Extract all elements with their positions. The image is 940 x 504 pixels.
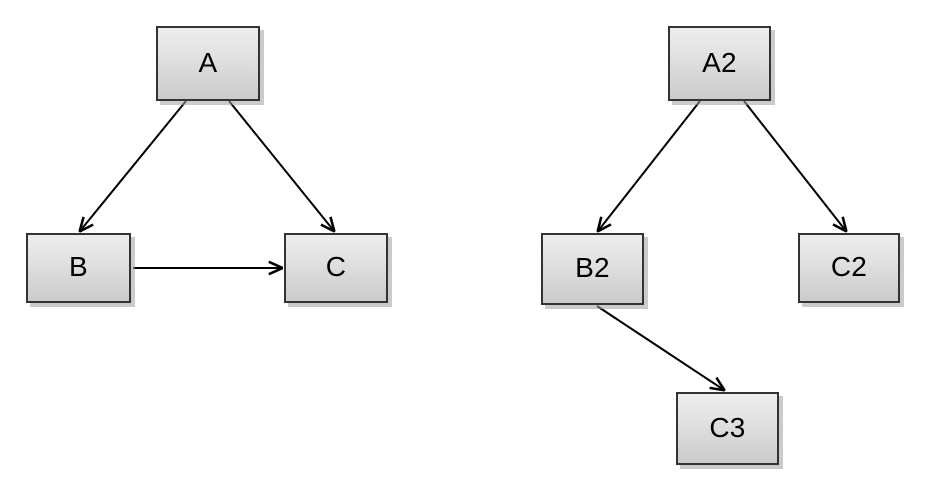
edge-group bbox=[80, 100, 846, 390]
node-c[interactable]: C bbox=[284, 233, 388, 303]
node-label: C2 bbox=[830, 251, 868, 282]
node-a2[interactable]: A2 bbox=[668, 26, 771, 101]
node-label: C bbox=[325, 251, 347, 282]
node-label: C3 bbox=[709, 411, 746, 443]
node-b[interactable]: B bbox=[26, 233, 131, 303]
node-a[interactable]: A bbox=[156, 26, 260, 101]
edge-a2-to-c2 bbox=[743, 100, 846, 231]
node-c2[interactable]: C2 bbox=[798, 233, 900, 303]
node-label: A bbox=[198, 46, 218, 78]
node-c3[interactable]: C3 bbox=[676, 392, 779, 465]
node-b2[interactable]: B2 bbox=[541, 233, 644, 305]
edge-a-to-c bbox=[228, 100, 334, 231]
node-label: A2 bbox=[702, 46, 737, 78]
node-label: B bbox=[69, 251, 88, 282]
edge-a2-to-b2 bbox=[598, 100, 701, 231]
edge-a-to-b bbox=[80, 100, 187, 231]
node-label: B2 bbox=[575, 252, 610, 283]
edge-b2-to-c3 bbox=[596, 305, 724, 390]
